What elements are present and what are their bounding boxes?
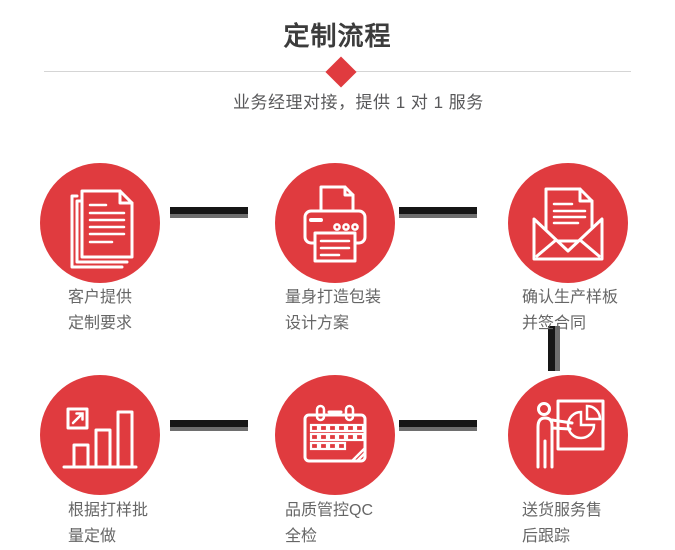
step-label-line: 确认生产样板 [522, 289, 619, 306]
presentation-icon [536, 399, 605, 469]
printer-icon [303, 185, 367, 263]
connector-step5-step6 [399, 420, 477, 431]
diamond-icon [325, 56, 357, 88]
step-label-line: 定制要求 [68, 315, 133, 332]
step-label-6: 送货服务售 后跟踪 [522, 498, 602, 550]
step-label-line: 送货服务售 [522, 502, 603, 519]
step-circle-6 [508, 375, 628, 495]
documents-icon [70, 189, 134, 269]
step-label-line: 后跟踪 [522, 528, 571, 545]
step-label-3: 确认生产样板 并签合同 [522, 285, 618, 337]
connector-step3-step6 [548, 326, 560, 371]
envelope-icon [532, 187, 604, 261]
connector-step4-step5 [170, 420, 248, 431]
bar-chart-icon [62, 407, 138, 469]
step-label-line: 量身打造包装 [285, 289, 382, 306]
step-circle-5 [275, 375, 395, 495]
step-label-line: 量定做 [68, 528, 117, 545]
step-circle-4 [40, 375, 160, 495]
step-label-line: 客户提供 [68, 289, 133, 306]
step-label-line: 设计方案 [285, 315, 350, 332]
step-label-5: 品质管控QC 全检 [285, 498, 373, 550]
step-label-1: 客户提供 定制要求 [68, 285, 132, 337]
connector-step2-step3 [399, 207, 477, 218]
calendar-icon [303, 404, 367, 463]
step-label-2: 量身打造包装 设计方案 [285, 285, 381, 337]
connector-step1-step2 [170, 207, 248, 218]
step-label-line: 并签合同 [522, 315, 587, 332]
page-title: 定制流程 [283, 21, 392, 51]
step-label-line: 全检 [285, 528, 318, 545]
step-label-line: 根据打样批 [68, 502, 149, 519]
step-circle-2 [275, 163, 395, 283]
subtitle: 业务经理对接，提供 1 对 1 服务 [233, 93, 484, 112]
step-circle-3 [508, 163, 628, 283]
step-label-4: 根据打样批 量定做 [68, 498, 148, 550]
step-label-line: 品质管控QC [285, 502, 374, 519]
step-circle-1 [40, 163, 160, 283]
